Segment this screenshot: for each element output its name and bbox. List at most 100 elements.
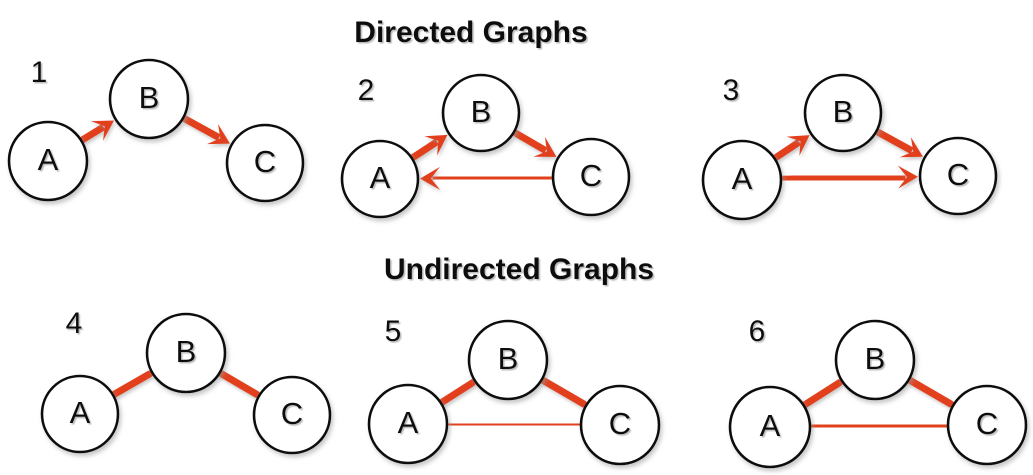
node-circle-B[interactable] <box>834 319 916 401</box>
edge-A-B <box>773 139 802 161</box>
node-circle-A[interactable] <box>340 139 420 219</box>
graph-index-label: 5 <box>385 315 402 348</box>
node-B[interactable]: B <box>145 312 227 394</box>
node-circle-C[interactable] <box>946 384 1028 466</box>
edges-group <box>80 115 230 145</box>
node-label-C: C <box>609 406 631 441</box>
node-A[interactable]: A <box>340 139 420 219</box>
graph-6: A B C 6 <box>728 315 1028 469</box>
graph-index-label: 2 <box>358 74 375 107</box>
node-label-B: B <box>471 94 492 129</box>
graph-4: A B C 4 <box>40 307 332 455</box>
node-circle-A[interactable] <box>40 374 120 454</box>
edge-B-C <box>875 128 914 154</box>
node-C[interactable]: C <box>225 123 305 203</box>
node-circle-C[interactable] <box>579 384 661 466</box>
node-circle-C[interactable] <box>918 136 998 216</box>
node-A[interactable]: A <box>728 385 812 469</box>
edge-B-C <box>539 376 588 408</box>
node-B[interactable]: B <box>108 58 190 140</box>
edges-group <box>801 376 955 431</box>
edge-B-C <box>906 376 955 408</box>
node-label-B: B <box>498 341 519 376</box>
node-label-A: A <box>38 142 59 177</box>
section-titles: Directed Graphs Undirected Graphs <box>354 16 654 286</box>
node-B[interactable]: B <box>441 73 521 153</box>
edge-B-C <box>512 129 548 154</box>
node-label-A: A <box>732 161 753 196</box>
edge-C-A <box>432 173 553 182</box>
node-C[interactable]: C <box>252 375 332 455</box>
node-label-B: B <box>176 334 197 369</box>
node-circle-A[interactable] <box>728 385 812 469</box>
edge-A-B <box>410 138 440 161</box>
arrowhead-B-C <box>206 123 230 145</box>
node-circle-A[interactable] <box>701 139 783 221</box>
node-label-C: C <box>580 158 602 193</box>
node-circle-A[interactable] <box>367 383 449 465</box>
section-title-undirected: Undirected Graphs <box>384 253 654 286</box>
arrowhead-B-C <box>533 136 557 157</box>
node-label-C: C <box>976 406 998 441</box>
node-C[interactable]: C <box>946 384 1028 466</box>
node-circle-C[interactable] <box>225 123 305 203</box>
arrowhead-A-B <box>786 135 810 156</box>
node-A[interactable]: A <box>40 374 120 454</box>
node-C[interactable]: C <box>551 137 631 217</box>
arrowhead-A-B <box>91 120 115 141</box>
node-C[interactable]: C <box>579 384 661 466</box>
edges-group <box>110 369 261 399</box>
arrowhead-C-A <box>420 166 441 190</box>
edge-A-B <box>801 379 844 409</box>
section-title-directed: Directed Graphs <box>354 16 587 49</box>
node-circle-A[interactable] <box>7 120 89 202</box>
edge-A-C <box>807 421 949 431</box>
node-circle-B[interactable] <box>145 312 227 394</box>
node-label-A: A <box>760 408 781 443</box>
node-B[interactable]: B <box>834 319 916 401</box>
node-label-C: C <box>947 157 969 192</box>
node-circle-B[interactable] <box>467 319 549 401</box>
arrowhead-B-C <box>899 137 923 158</box>
arrowhead-A-B <box>424 134 448 156</box>
graph-5: A B C 5 <box>367 315 661 466</box>
edge-A-C <box>444 420 582 429</box>
edge-A-C <box>781 173 906 183</box>
graph-1: A B C 1 <box>7 56 305 203</box>
graph-index-label: 3 <box>723 74 740 107</box>
node-circle-B[interactable] <box>108 58 190 140</box>
node-circle-C[interactable] <box>252 375 332 455</box>
edges-group <box>438 376 588 429</box>
graph-index-label: 6 <box>749 315 766 348</box>
node-circle-B[interactable] <box>441 73 521 153</box>
node-label-C: C <box>281 396 303 431</box>
node-C[interactable]: C <box>918 136 998 216</box>
graph-index-label: 4 <box>66 307 83 340</box>
edges-group <box>773 128 923 189</box>
node-B[interactable]: B <box>467 319 549 401</box>
graph-2: A B C 2 <box>340 73 631 219</box>
graph-3: A B C 3 <box>701 73 998 221</box>
node-label-B: B <box>139 80 160 115</box>
node-label-B: B <box>865 341 886 376</box>
edge-A-B <box>80 123 106 144</box>
arrowhead-A-C <box>897 165 919 189</box>
graph-index-label: 1 <box>31 56 48 89</box>
node-A[interactable]: A <box>7 120 89 202</box>
edge-B-C <box>182 115 221 141</box>
edge-A-B <box>110 370 154 399</box>
node-label-C: C <box>254 144 276 179</box>
edge-B-C <box>217 369 261 398</box>
edges-group <box>410 129 557 190</box>
node-label-A: A <box>70 395 91 430</box>
node-circle-B[interactable] <box>803 73 883 153</box>
node-A[interactable]: A <box>367 383 449 465</box>
node-circle-C[interactable] <box>551 137 631 217</box>
node-label-B: B <box>833 94 854 129</box>
node-label-A: A <box>370 160 391 195</box>
node-A[interactable]: A <box>701 139 783 221</box>
node-B[interactable]: B <box>803 73 883 153</box>
